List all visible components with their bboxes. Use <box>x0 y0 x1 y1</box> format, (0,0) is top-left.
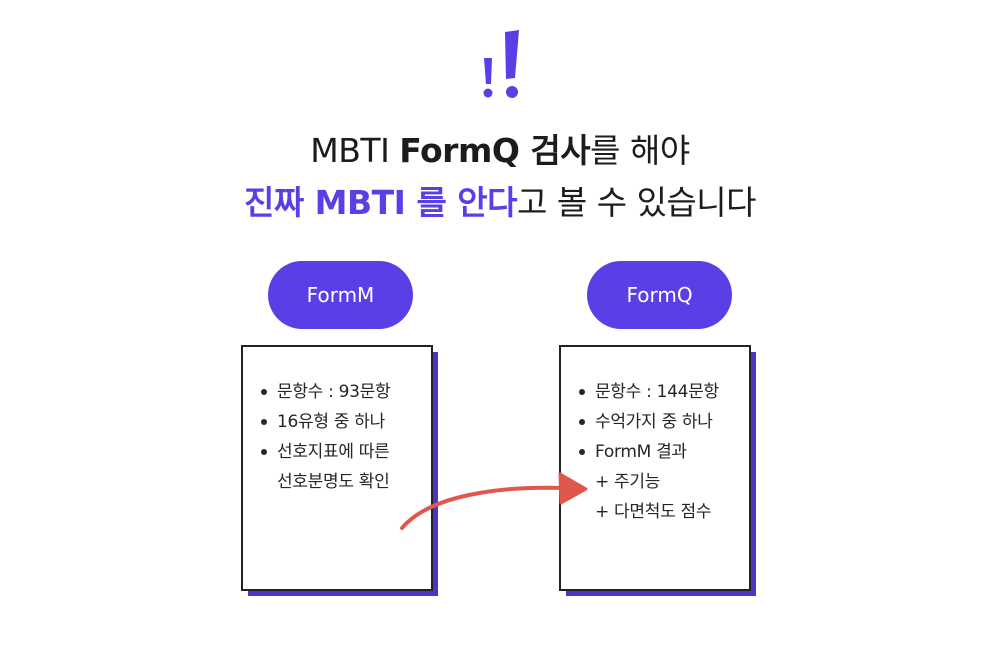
headline-strong: FormQ 검사 <box>399 131 591 170</box>
list-item: 문항수 : 93문항 <box>261 377 431 407</box>
headline-post: 를 해야 <box>590 131 690 170</box>
formq-badge: FormQ <box>587 261 732 329</box>
formm-card: 문항수 : 93문항 16유형 중 하나 선호지표에 따른 선호분명도 확인 <box>241 345 441 596</box>
headline-line-1: MBTI FormQ 검사를 해야 <box>0 124 1000 172</box>
headline-post-2: 고 볼 수 있습니다 <box>517 183 757 222</box>
card-body: 문항수 : 144문항 수억가지 중 하나 FormM 결과 + 주기능 + 다… <box>559 345 751 591</box>
list-item: 수억가지 중 하나 <box>579 407 749 437</box>
formq-card: 문항수 : 144문항 수억가지 중 하나 FormM 결과 + 주기능 + 다… <box>559 345 759 596</box>
list-item-sub: + 주기능 <box>595 472 661 492</box>
list-item-continued: 선호분명도 확인 <box>277 472 390 492</box>
formm-list: 문항수 : 93문항 16유형 중 하나 선호지표에 따른 선호분명도 확인 <box>243 347 431 497</box>
list-item: 문항수 : 144문항 <box>579 377 749 407</box>
formq-list: 문항수 : 144문항 수억가지 중 하나 FormM 결과 + 주기능 + 다… <box>561 347 749 527</box>
list-item: 선호지표에 따른 <box>261 437 431 467</box>
list-item: 16유형 중 하나 <box>261 407 431 437</box>
list-item: FormM 결과 <box>579 437 749 467</box>
exclamation-icon <box>483 30 519 98</box>
card-body: 문항수 : 93문항 16유형 중 하나 선호지표에 따른 선호분명도 확인 <box>241 345 433 591</box>
formm-badge: FormM <box>268 261 413 329</box>
list-item-sub: + 다면척도 점수 <box>595 502 712 522</box>
headline-pre: MBTI <box>310 131 400 170</box>
headline-accent: 진짜 MBTI 를 안다 <box>243 183 518 222</box>
headline-line-2: 진짜 MBTI 를 안다고 볼 수 있습니다 <box>0 176 1000 224</box>
